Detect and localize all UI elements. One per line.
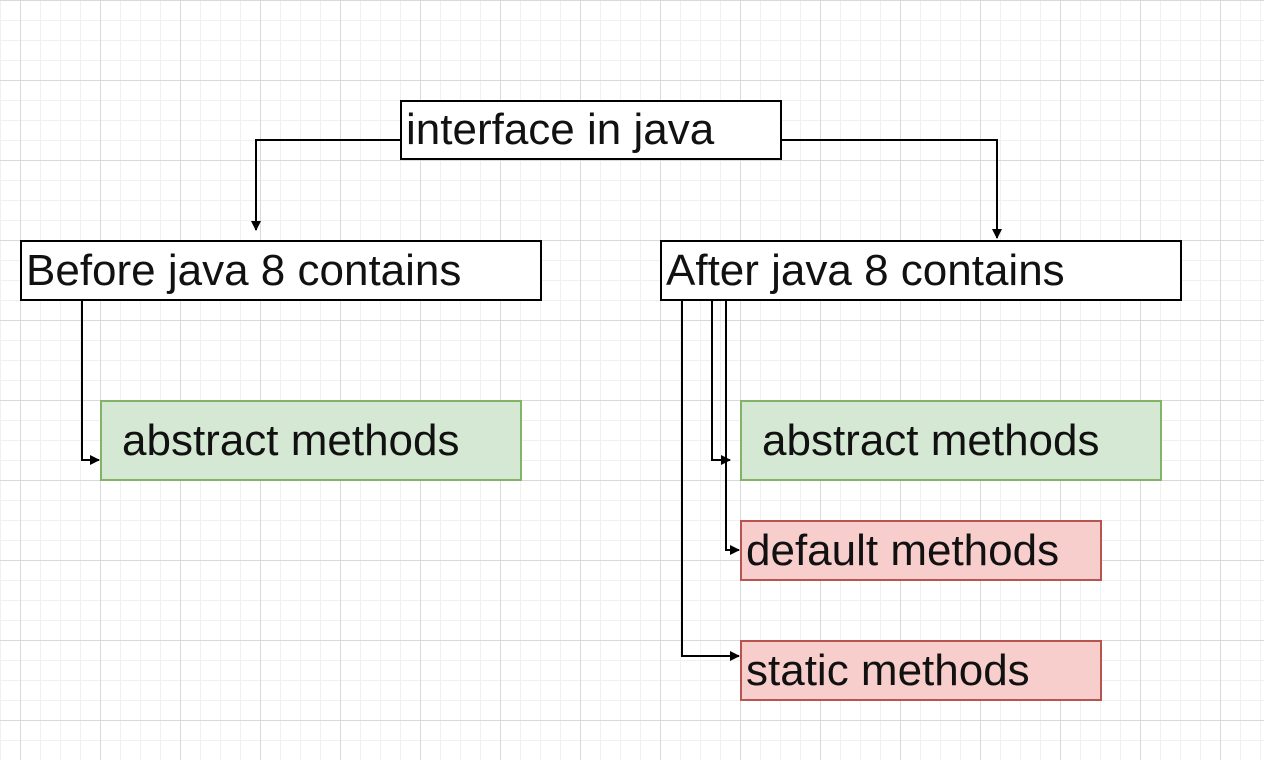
node-default-methods[interactable]: default methods [740,520,1102,581]
edge-root-to-after [781,139,1002,239]
node-label: Before java 8 contains [26,245,462,295]
node-label: abstract methods [762,415,1100,465]
edge-root-to-before [251,139,400,231]
node-label: static methods [746,645,1030,695]
node-before-java-8[interactable]: Before java 8 contains [20,240,542,301]
node-interface-in-java[interactable]: interface in java [400,100,782,160]
node-before-abstract-methods[interactable]: abstract methods [100,400,522,481]
node-label: interface in java [406,105,715,154]
node-label: After java 8 contains [666,245,1065,295]
edge-before-to-abstract [81,300,100,465]
edge-after-to-static [681,300,740,661]
node-after-abstract-methods[interactable]: abstract methods [740,400,1162,481]
edge-after-to-default [725,300,740,555]
node-label: abstract methods [122,415,460,465]
node-after-java-8[interactable]: After java 8 contains [660,240,1182,301]
edge-after-to-abstract [711,300,731,465]
node-label: default methods [746,525,1060,575]
node-static-methods[interactable]: static methods [740,640,1102,701]
